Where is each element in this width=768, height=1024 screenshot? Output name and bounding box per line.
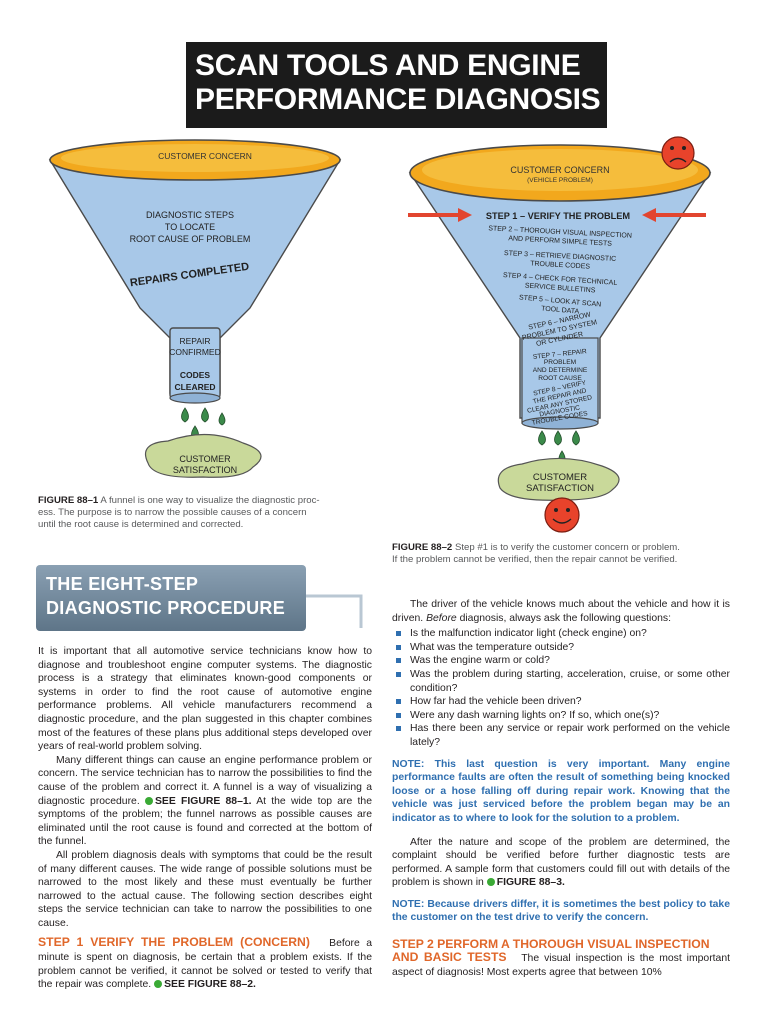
paragraph: All problem diagnosis deals with symptom… <box>38 849 372 929</box>
fig2-step1: STEP 1 – VERIFY THE PROBLEM <box>486 211 630 221</box>
list-item: Were any dash warning lights on? If so, … <box>392 709 730 723</box>
drop-icon <box>538 430 546 446</box>
paragraph-text: The driver of the vehicle knows much abo… <box>392 599 730 624</box>
fig2-puddle <box>497 457 620 501</box>
list-item: How far had the vehicle been driven? <box>392 695 730 709</box>
paragraph-text: Many different things can cause an engin… <box>38 754 372 807</box>
fig2-stem-line: PROBLEM <box>544 359 576 366</box>
step2-heading: STEP 2 PERFORM A THOROUGH VISUAL INSPECT… <box>392 937 710 952</box>
left-column: It is important that all automotive serv… <box>38 645 372 992</box>
funnel-stem <box>521 337 599 424</box>
list-item: Is the malfunction indicator light (chec… <box>392 627 730 641</box>
caption-line: Step #1 is to verify the customer concer… <box>454 542 680 553</box>
fig2-vehicle-problem-label: (VEHICLE PROBLEM) <box>527 177 593 184</box>
funnel-rim-inner <box>61 144 329 172</box>
heading-line-2: DIAGNOSTIC PROCEDURE <box>46 598 286 618</box>
drop-icons <box>538 430 580 464</box>
arrow-icons <box>408 208 706 222</box>
frown-face-icon <box>661 136 695 170</box>
figure-88-1-caption: FIGURE 88–1 A funnel is one way to visua… <box>38 495 378 531</box>
fig2-step-line: SERVICE BULLETINS <box>525 283 596 295</box>
emphasis: Before <box>426 612 457 624</box>
section-heading: THE EIGHT-STEP DIAGNOSTIC PROCEDURE <box>36 565 306 631</box>
bullet-dot-icon <box>144 796 153 805</box>
fig2-stem-line: AND DETERMINE <box>533 367 588 374</box>
fig1-stem-line: CLEARED <box>174 382 215 392</box>
question-list: Is the malfunction indicator light (chec… <box>392 627 730 749</box>
figure-88-1-funnel: CUSTOMER CONCERN DIAGNOSTIC STEPS TO LOC… <box>48 139 342 478</box>
list-item: Was the problem during starting, acceler… <box>392 668 730 695</box>
list-item: Was the engine warm or cold? <box>392 654 730 668</box>
note-box: NOTE: Because drivers differ, it is some… <box>392 898 730 924</box>
step2-paragraph: AND BASIC TESTS The visual inspection is… <box>392 950 730 979</box>
fig2-stem-line: ROOT CAUSE <box>538 375 582 382</box>
drop-icon <box>572 430 580 446</box>
figure-link[interactable]: SEE FIGURE 88–1. <box>154 795 252 807</box>
paragraph-text: At the wide top are the symptoms of the … <box>38 795 372 848</box>
fig2-puddle-line: CUSTOMER <box>533 472 587 483</box>
figure-88-2-caption: FIGURE 88–2 Step #1 is to verify the cus… <box>392 542 732 566</box>
heading-line-1: THE EIGHT-STEP <box>46 574 199 594</box>
funnel-rim-inner <box>422 149 698 191</box>
step2-heading-cont: AND BASIC TESTS <box>392 950 507 965</box>
fig2-stem-steps: STEP 7 – REPAIR PROBLEM AND DETERMINE RO… <box>527 348 593 427</box>
fig1-puddle-line: SATISFACTION <box>173 465 237 475</box>
fig1-puddle <box>144 433 262 478</box>
fig1-body-line: ROOT CAUSE OF PROBLEM <box>130 234 251 244</box>
page-title: SCAN TOOLS AND ENGINE PERFORMANCE DIAGNO… <box>186 42 607 128</box>
fig2-customer-concern-label: CUSTOMER CONCERN <box>510 165 609 175</box>
paragraph: The driver of the vehicle knows much abo… <box>392 598 730 625</box>
caption-label: FIGURE 88–2 <box>392 542 453 553</box>
bullet-dot-icon <box>486 878 495 887</box>
paragraph: Many different things can cause an engin… <box>38 754 372 849</box>
paragraph-text: After the nature and scope of the proble… <box>392 836 730 889</box>
drop-icon <box>201 407 209 423</box>
right-column: The driver of the vehicle knows much abo… <box>392 598 730 979</box>
drop-icon <box>181 407 189 423</box>
heading-connector <box>306 594 363 628</box>
figure-link[interactable]: SEE FIGURE 88–2. <box>164 979 256 991</box>
arrow-left-icon <box>642 208 706 222</box>
caption-line: If the problem cannot be verified, then … <box>392 554 678 565</box>
stem-end <box>521 416 599 430</box>
fig1-body-line: DIAGNOSTIC STEPS <box>146 210 234 220</box>
list-item: Has there been any service or repair wor… <box>392 722 730 749</box>
funnel-body <box>48 159 342 394</box>
paragraph: It is important that all automotive serv… <box>38 646 372 753</box>
fig1-stem-line: CONFIRMED <box>169 347 220 357</box>
title-line-2: PERFORMANCE DIAGNOSIS <box>195 83 601 116</box>
note-box: NOTE: This last question is very importa… <box>392 758 730 824</box>
fig2-step-line: TROUBLE CODES <box>530 260 591 270</box>
paragraph-text: The visual inspection is the most import… <box>392 953 730 978</box>
caption-line: until the root cause is determined and c… <box>38 519 244 530</box>
fig1-body-line: TO LOCATE <box>165 222 215 232</box>
drop-icons <box>181 407 226 441</box>
caption-label: FIGURE 88–1 <box>38 495 99 506</box>
fig2-step-line: TOOL DATA <box>541 305 580 315</box>
title-line-1: SCAN TOOLS AND ENGINE <box>195 49 581 82</box>
paragraph-text: diagnosis, always ask the following ques… <box>459 612 671 624</box>
stem-end <box>169 392 221 404</box>
caption-line: A funnel is one way to visualize the dia… <box>100 495 320 506</box>
arrow-right-icon <box>408 208 472 222</box>
step1-paragraph: STEP 1 VERIFY THE PROBLEM (CONCERN) Befo… <box>38 936 372 991</box>
step1-heading: STEP 1 VERIFY THE PROBLEM (CONCERN) <box>38 935 310 950</box>
bullet-dot-icon <box>154 980 163 989</box>
drop-icon <box>554 430 562 446</box>
fig1-customer-concern-label: CUSTOMER CONCERN <box>158 151 252 161</box>
caption-line: ess. The purpose is to narrow the possib… <box>38 507 307 518</box>
fig1-puddle-line: CUSTOMER <box>179 454 231 464</box>
fig1-stem-line: REPAIR <box>179 336 210 346</box>
smile-face-icon <box>544 497 580 533</box>
fig1-stem-line: CODES <box>180 370 211 380</box>
list-item: What was the temperature outside? <box>392 641 730 655</box>
figure-88-2-funnel: CUSTOMER CONCERN (VEHICLE PROBLEM) STEP … <box>408 136 712 533</box>
drop-icon <box>218 412 226 426</box>
figure-link[interactable]: FIGURE 88–3. <box>496 877 565 889</box>
paragraph-text: Before a minute is spent on diagnosis, b… <box>38 938 372 991</box>
fig2-puddle-line: SATISFACTION <box>526 483 594 494</box>
paragraph: After the nature and scope of the proble… <box>392 836 730 890</box>
